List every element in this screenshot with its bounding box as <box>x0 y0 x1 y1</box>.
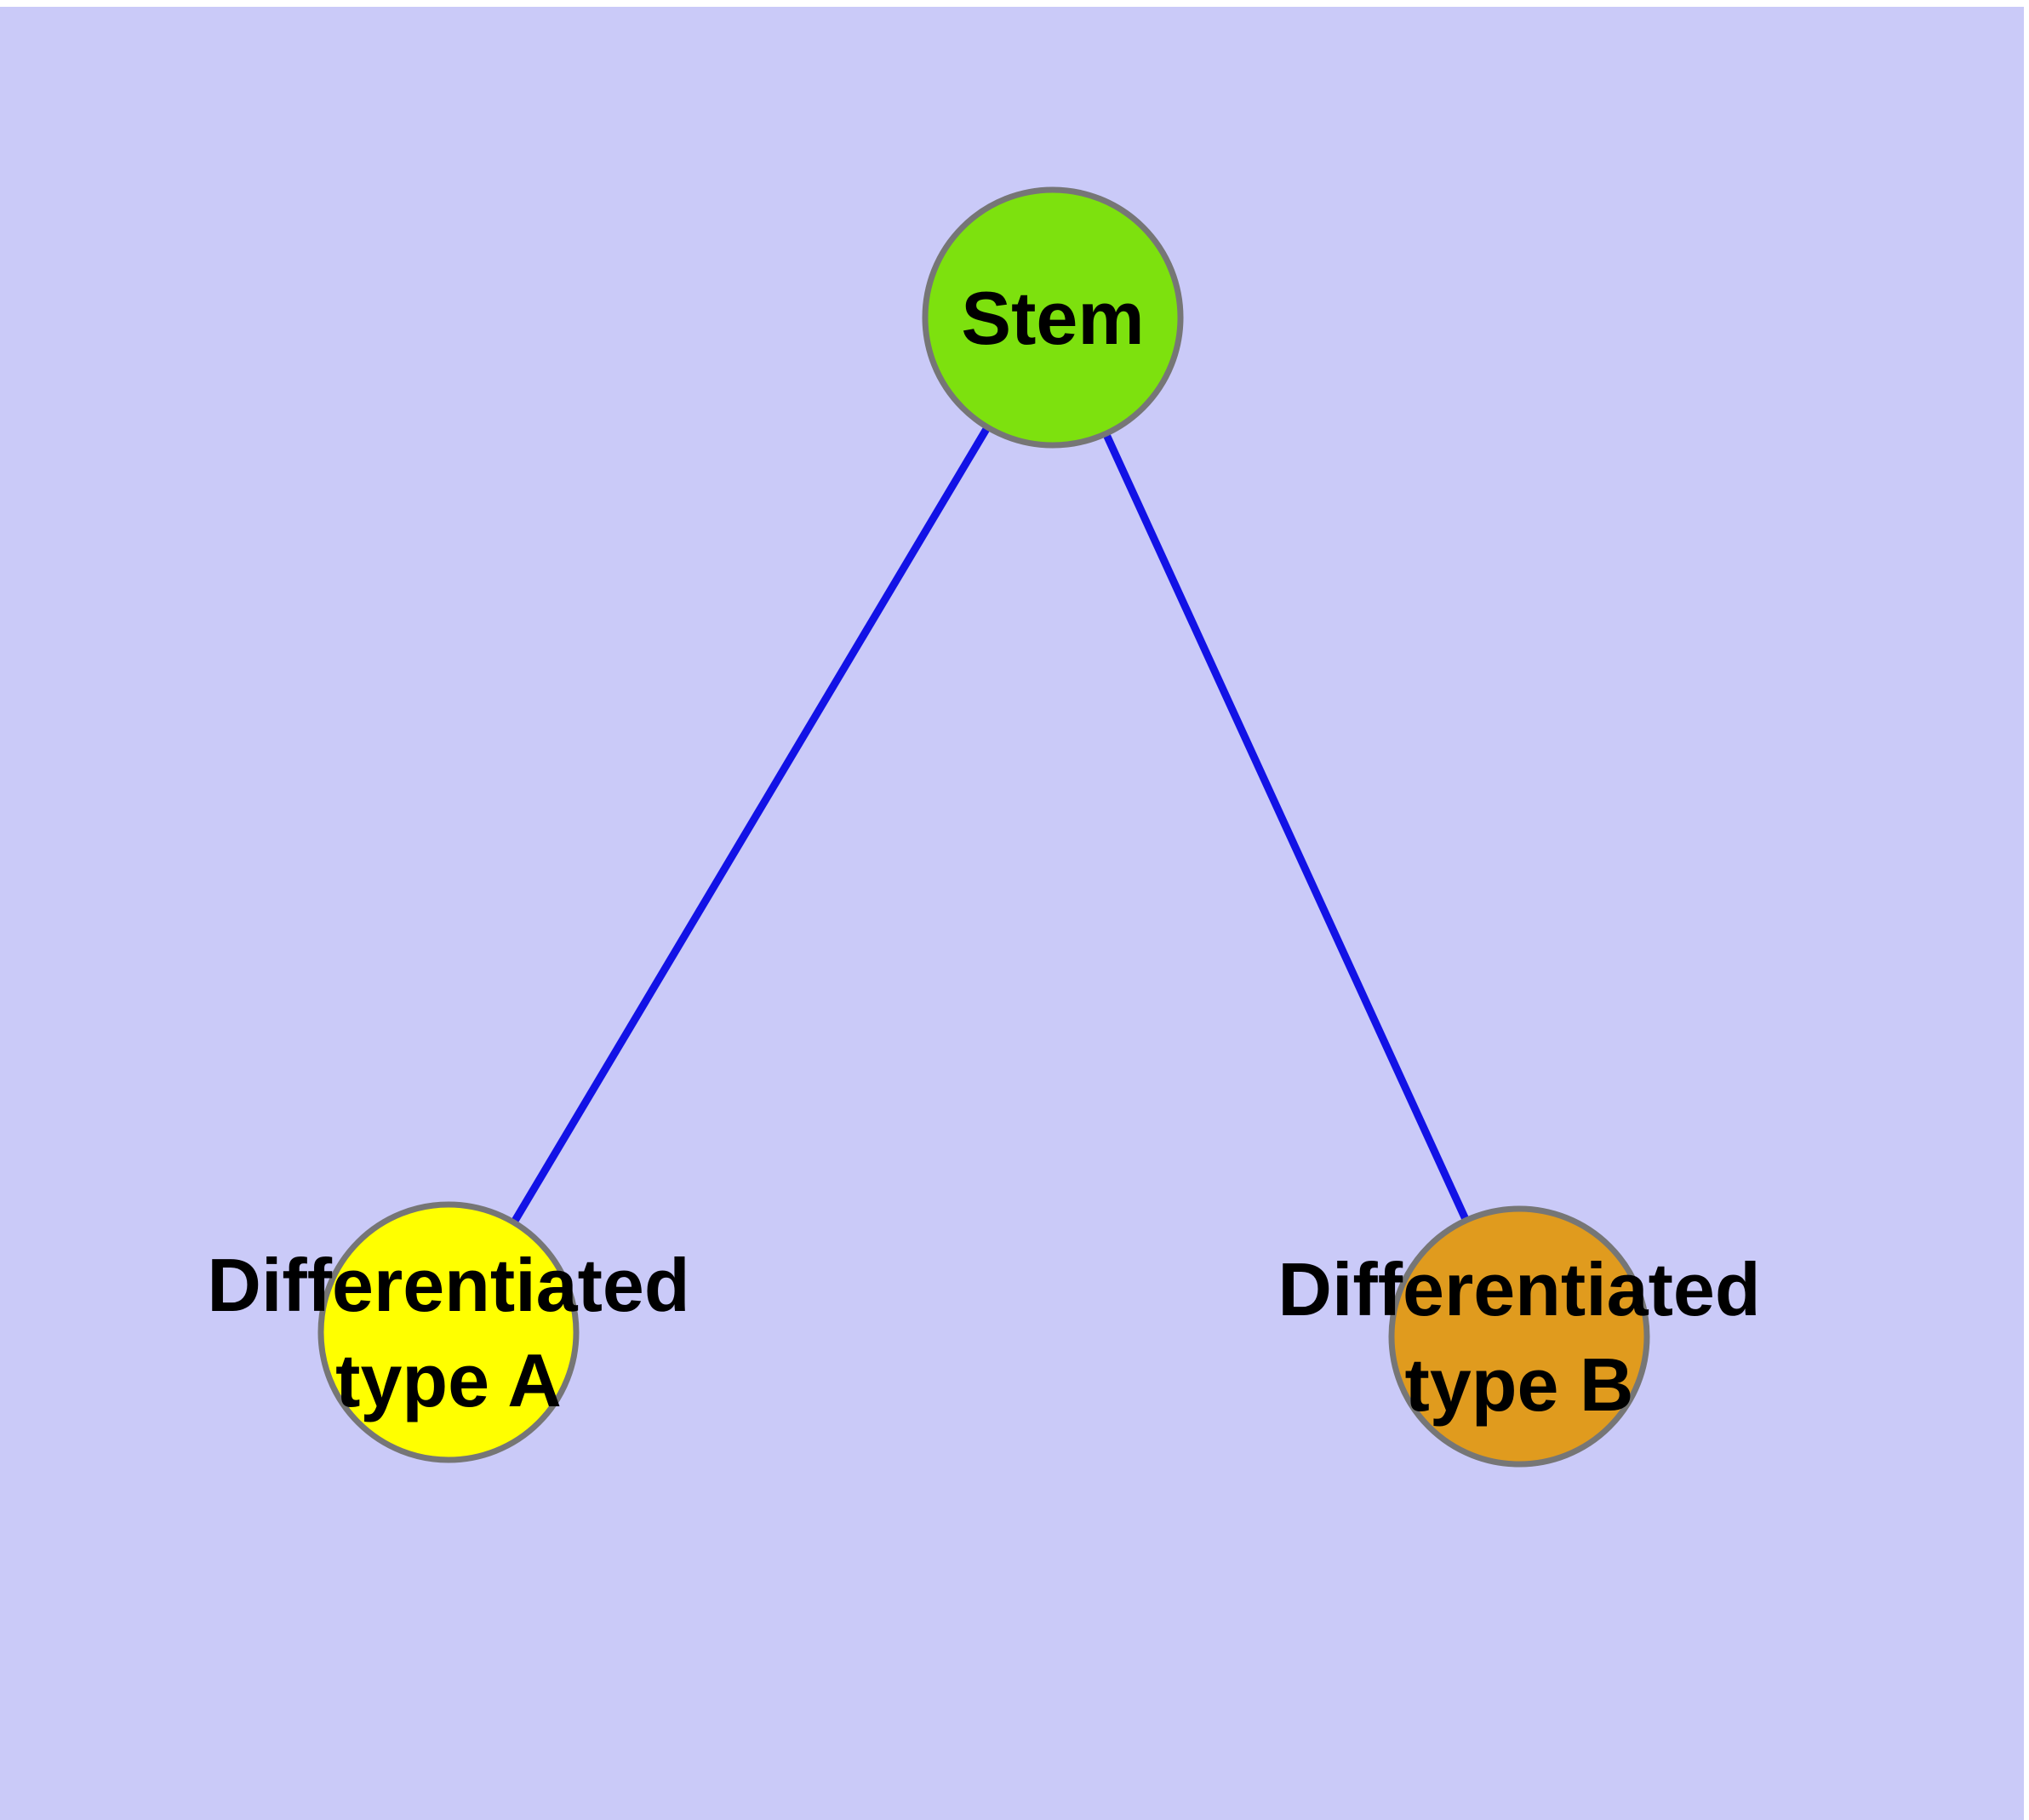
node-type-a-label-line2: type A <box>335 1338 562 1422</box>
node-stem <box>922 186 1184 449</box>
edge-stem-to-type-a <box>445 315 1056 1335</box>
node-type-b-label-line2: type B <box>1405 1342 1634 1427</box>
node-type-a-label-line1: Differentiated <box>207 1243 689 1327</box>
edge-stem-to-type-b <box>1049 316 1523 1338</box>
node-stem-label: Stem <box>961 276 1144 360</box>
node-differentiated-type-b <box>1388 1205 1650 1468</box>
node-differentiated-type-a <box>317 1201 580 1463</box>
node-type-b-label-line1: Differentiated <box>1277 1247 1760 1331</box>
